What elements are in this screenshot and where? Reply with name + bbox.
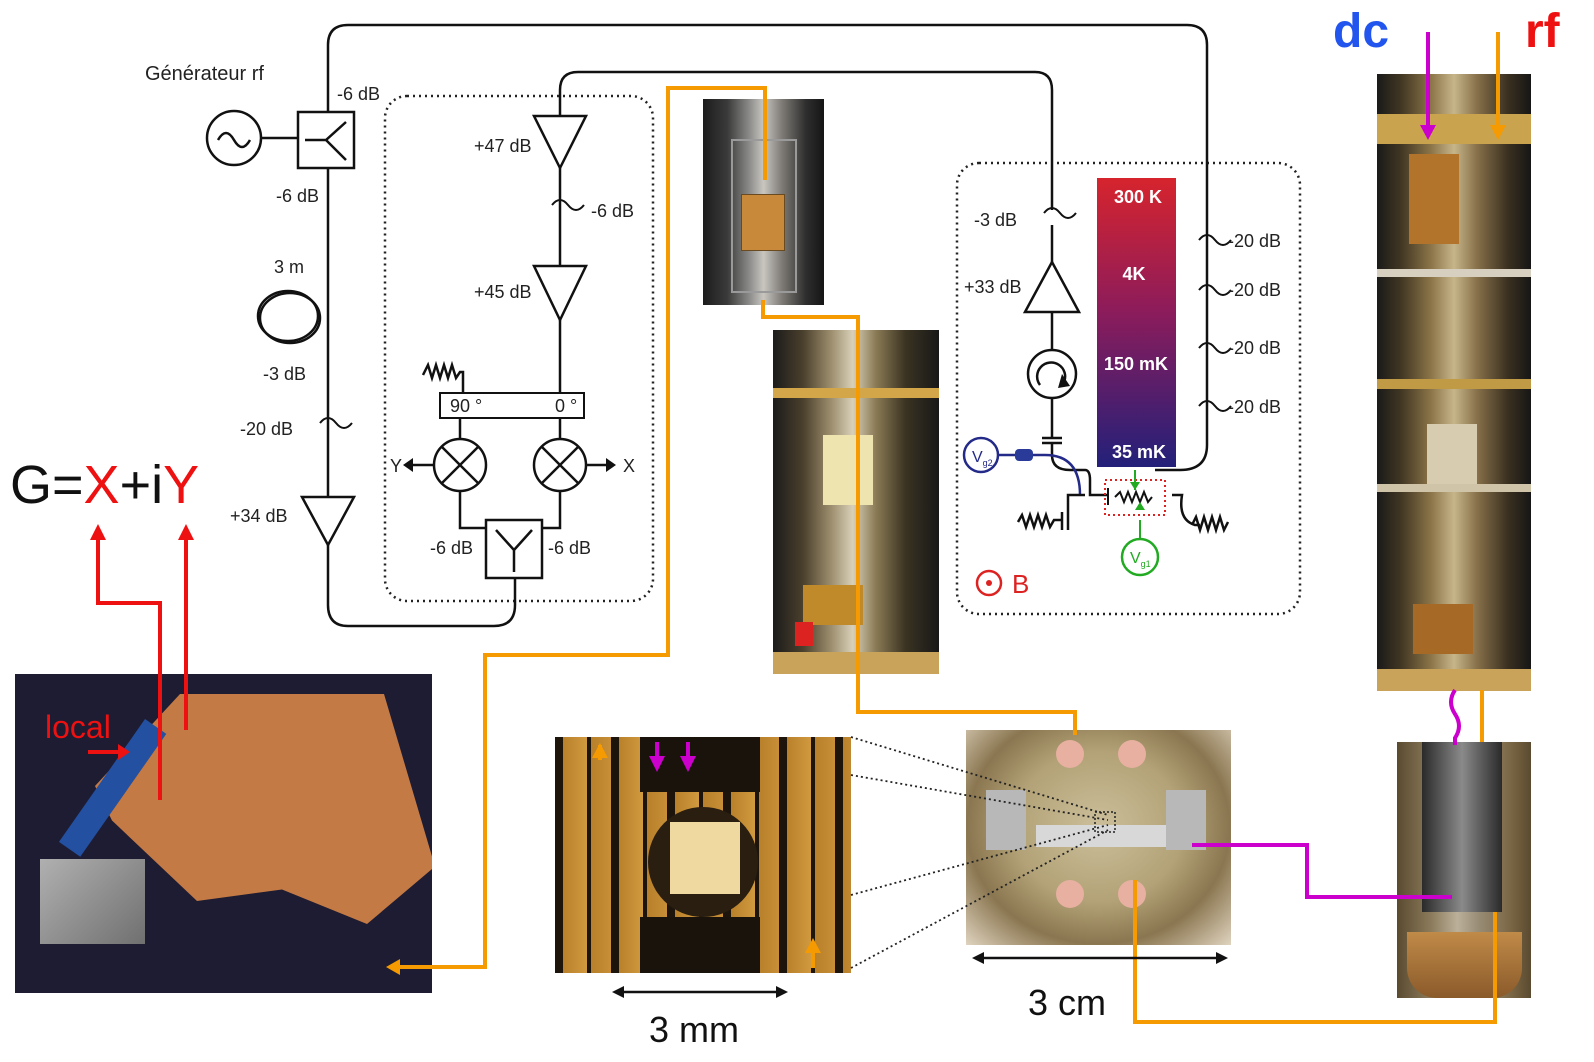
label-scale-cm: 3 cm <box>1028 982 1106 1023</box>
label-atten-6: -6 dB <box>591 201 634 221</box>
label-splitter-right: -6 dB <box>548 538 591 558</box>
label-cable-length: 3 m <box>274 257 304 277</box>
zoom-lines <box>850 736 1109 969</box>
amplifier-room-icon <box>299 495 357 548</box>
device-resistor <box>1114 489 1153 505</box>
label-cable-loss: -3 dB <box>263 364 306 384</box>
label-atten-room: -20 dB <box>240 419 293 439</box>
label-temp-4k: 4K <box>1122 264 1145 284</box>
label-amp-47: +47 dB <box>474 136 532 156</box>
label-amp-45: +45 dB <box>474 282 532 302</box>
rf-cable-orange <box>398 32 1500 1024</box>
gate-vg1-icon <box>1120 537 1160 577</box>
label-phase-0: 0 ° <box>555 396 577 416</box>
photo-sample-holder-side <box>1397 742 1531 998</box>
mixer-y-icon <box>432 437 488 493</box>
photo-right-insert <box>1377 74 1531 691</box>
label-temp-150mk: 150 mK <box>1104 354 1168 374</box>
photo-chip-micrograph <box>555 737 851 973</box>
room-temp-box <box>383 94 655 603</box>
rf-wiring <box>326 23 1209 628</box>
label-amp-room: +34 dB <box>230 506 288 526</box>
amplifier-47-icon <box>531 114 589 171</box>
label-temp-35mk: 35 mK <box>1112 442 1166 462</box>
label-rf: rf <box>1525 5 1561 58</box>
label-mixer-x: X <box>623 456 635 476</box>
output-arrows-red <box>88 540 188 800</box>
label-phase-90: 90 ° <box>450 396 482 416</box>
gate-vg2-icon <box>962 436 1000 474</box>
label-vg1: Vg1 <box>1130 550 1151 569</box>
photo-demodulation-board <box>15 674 432 993</box>
photo-sample-holder-top <box>966 730 1231 945</box>
resistor-gate <box>1016 493 1085 531</box>
amplifier-cryo-icon <box>1022 259 1082 314</box>
label-local: local <box>45 709 111 745</box>
amplifier-45-icon <box>532 264 588 323</box>
label-temp-300k: 300 K <box>1114 187 1162 207</box>
circulator-icon <box>1026 348 1078 400</box>
resistor-drain <box>1190 512 1230 535</box>
label-cryo-atten: -3 dB <box>974 210 1017 230</box>
label-vg2: Vg2 <box>972 449 993 468</box>
resistor-phase <box>421 360 465 393</box>
label-b-field: B <box>1012 569 1029 599</box>
label-line-atten-1: -20 dB <box>1228 231 1281 251</box>
temperature-bar <box>1097 178 1176 467</box>
label-line-atten-4: -20 dB <box>1228 397 1281 417</box>
label-splitter-bottom: -6 dB <box>276 186 319 206</box>
label-dc: dc <box>1333 5 1389 58</box>
gate-line-vg2 <box>997 453 1082 496</box>
b-field-icon <box>975 569 1003 597</box>
coupling-capacitor <box>1042 436 1062 445</box>
cryostat-box <box>955 161 1302 616</box>
dc-line-magenta <box>655 32 1461 899</box>
gate-filter <box>1015 449 1033 461</box>
phase-shifter <box>439 392 585 419</box>
label-splitter-top: -6 dB <box>337 84 380 104</box>
label-line-atten-3: -20 dB <box>1228 338 1281 358</box>
zoom-box <box>1094 811 1116 833</box>
attenuator-marks <box>319 199 1232 429</box>
label-scale-mm: 3 mm <box>649 1009 739 1050</box>
mixer-x-icon <box>532 437 588 493</box>
label-cryo-amp: +33 dB <box>964 277 1022 297</box>
label-generator: Générateur rf <box>145 63 264 85</box>
cable-coil-icon <box>256 289 322 345</box>
label-splitter-left: -6 dB <box>430 538 473 558</box>
equation-g: G=X+iY <box>10 455 199 515</box>
label-mixer-y: Y <box>390 456 402 476</box>
label-line-atten-2: -20 dB <box>1228 280 1281 300</box>
